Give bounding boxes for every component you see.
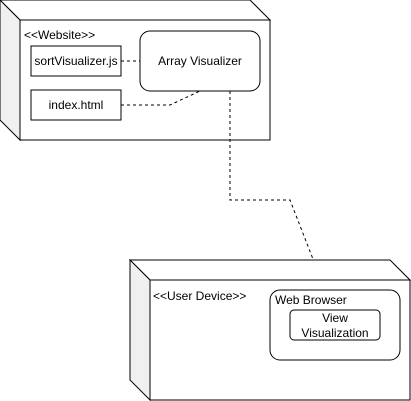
- array-visualizer-component[interactable]: Array Visualizer: [139, 30, 261, 92]
- website-node-side-face: [0, 0, 21, 142]
- website-node-stereotype: <<Website>>: [24, 28, 95, 42]
- user-device-node-side-face: [129, 258, 151, 401]
- user-device-node-stereotype: <<User Device>>: [153, 289, 246, 303]
- sort-visualizer-file-box: [30, 45, 122, 77]
- view-visualization-component[interactable]: View Visualization: [289, 309, 381, 341]
- index-html-file-box: [30, 89, 122, 121]
- website-node-top-face: [0, 0, 272, 21]
- user-device-node-top-face: [128, 259, 411, 281]
- view-visualization-label-line1: View: [322, 311, 348, 325]
- sort-visualizer-file[interactable]: sortVisualizer.js: [30, 45, 122, 77]
- index-html-file[interactable]: index.html: [30, 89, 122, 121]
- connector-array-to-browser: [229, 91, 326, 291]
- array-visualizer-label: Array Visualizer: [158, 54, 242, 68]
- sort-visualizer-file-label: sortVisualizer.js: [34, 54, 117, 68]
- view-visualization-label-line2: Visualization: [301, 326, 368, 340]
- index-html-file-label: index.html: [49, 98, 104, 112]
- web-browser-label: Web Browser: [275, 293, 347, 307]
- view-visualization-box: [289, 309, 381, 341]
- connector-index-to-array: [121, 90, 201, 106]
